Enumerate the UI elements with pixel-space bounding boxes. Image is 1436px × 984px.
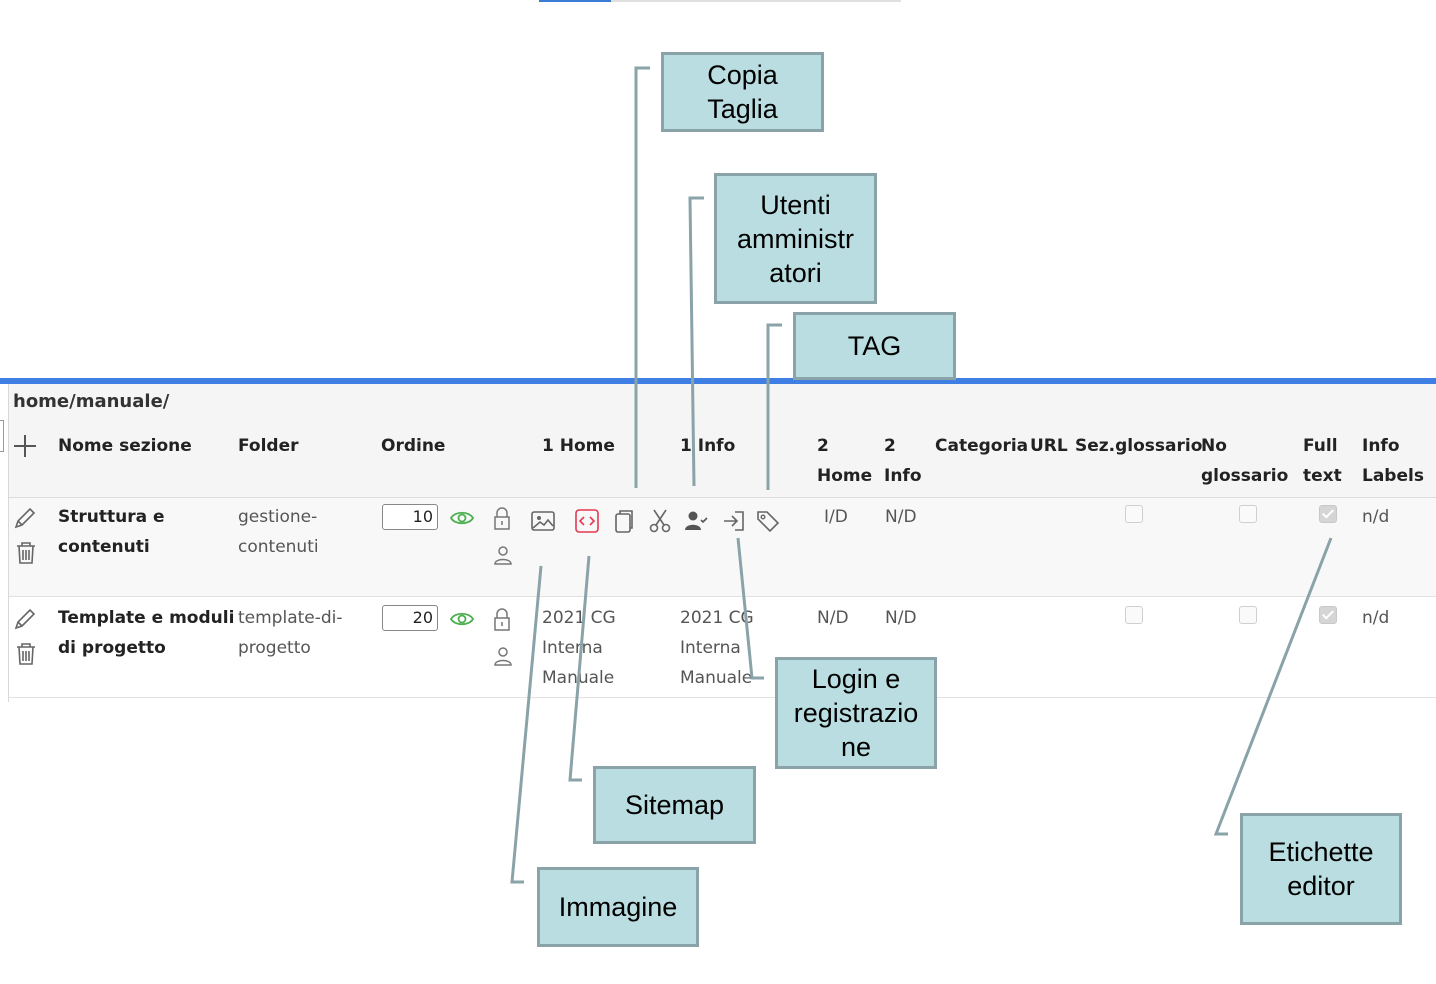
row-2-home: N/D	[817, 608, 849, 628]
col-ordine[interactable]: Ordine	[381, 436, 446, 456]
scroll-handle[interactable]	[0, 420, 4, 452]
col-url[interactable]: URL	[1030, 436, 1068, 456]
user-icon[interactable]	[490, 643, 516, 669]
col-2-home-a[interactable]: 2	[817, 436, 829, 456]
lock-icon[interactable]	[489, 505, 515, 531]
sections-panel	[0, 378, 1436, 702]
active-tab-indicator	[539, 0, 611, 2]
copy-icon[interactable]	[611, 508, 637, 534]
callout-sitemap: Sitemap	[593, 766, 756, 844]
col-full-text-b[interactable]: text	[1303, 466, 1342, 486]
row-folder: template-di-	[238, 608, 343, 628]
sez-glossario-checkbox[interactable]	[1125, 505, 1143, 523]
row-2-info: N/D	[885, 608, 917, 628]
row-folder: contenuti	[238, 537, 319, 557]
edit-icon[interactable]	[12, 505, 38, 531]
callout-tag: TAG	[793, 312, 956, 380]
table-row	[8, 596, 1436, 698]
add-icon[interactable]	[12, 433, 38, 459]
panel-accent-bar	[0, 378, 1436, 384]
col-no-glossario-b[interactable]: glossario	[1201, 466, 1289, 486]
row-2-home: I/D	[824, 507, 848, 527]
row-folder: progetto	[238, 638, 311, 658]
tab-strip	[611, 0, 901, 2]
row-1-info: Interna	[680, 638, 741, 658]
row-name[interactable]: contenuti	[58, 537, 150, 557]
row-1-info: 2021 CG	[680, 608, 754, 628]
row-1-home: Manuale	[542, 668, 615, 688]
no-glossario-checkbox[interactable]	[1239, 606, 1257, 624]
edit-icon[interactable]	[12, 606, 38, 632]
breadcrumb: home/manuale/	[13, 391, 170, 412]
visibility-eye-icon[interactable]	[449, 505, 475, 531]
row-1-home: 2021 CG	[542, 608, 616, 628]
lock-icon[interactable]	[489, 606, 515, 632]
table-row	[8, 497, 1436, 597]
row-name[interactable]: Template e moduli	[58, 608, 235, 628]
admin-users-icon[interactable]	[683, 508, 709, 534]
row-name[interactable]: di progetto	[58, 638, 166, 658]
col-folder[interactable]: Folder	[238, 436, 299, 456]
login-icon[interactable]	[721, 508, 747, 534]
cut-icon[interactable]	[647, 508, 673, 534]
trash-icon[interactable]	[13, 540, 39, 566]
user-icon[interactable]	[490, 542, 516, 568]
col-info-labels-a[interactable]: Info	[1362, 436, 1400, 456]
row-2-info: N/D	[885, 507, 917, 527]
col-nome-sezione[interactable]: Nome sezione	[58, 436, 192, 456]
row-folder: gestione-	[238, 507, 318, 527]
col-sez-glossario[interactable]: Sez.glossario	[1075, 436, 1203, 456]
full-text-checkbox[interactable]	[1319, 606, 1337, 624]
sitemap-icon[interactable]	[574, 508, 600, 534]
full-text-checkbox[interactable]	[1319, 505, 1337, 523]
row-1-info: Manuale	[680, 668, 753, 688]
col-2-home-b[interactable]: Home	[817, 466, 873, 486]
image-icon[interactable]	[530, 508, 556, 534]
row-1-home: Interna	[542, 638, 603, 658]
col-info-labels-b[interactable]: Labels	[1362, 466, 1424, 486]
order-input[interactable]: 20	[382, 605, 438, 631]
table-header	[8, 384, 1436, 497]
row-labels: n/d	[1362, 507, 1390, 527]
col-no-glossario-a[interactable]: No	[1201, 436, 1227, 456]
col-1-info[interactable]: 1 Info	[680, 436, 736, 456]
order-input[interactable]: 10	[382, 504, 438, 530]
col-2-info-b[interactable]: Info	[884, 466, 922, 486]
no-glossario-checkbox[interactable]	[1239, 505, 1257, 523]
col-categoria[interactable]: Categoria	[935, 436, 1029, 456]
row-name[interactable]: Struttura e	[58, 507, 165, 527]
row-labels: n/d	[1362, 608, 1390, 628]
col-2-info-a[interactable]: 2	[884, 436, 896, 456]
callout-immagine: Immagine	[537, 867, 699, 947]
col-full-text-a[interactable]: Full	[1303, 436, 1338, 456]
trash-icon[interactable]	[13, 641, 39, 667]
visibility-eye-icon[interactable]	[449, 606, 475, 632]
sez-glossario-checkbox[interactable]	[1125, 606, 1143, 624]
tag-icon[interactable]	[755, 508, 781, 534]
col-1-home[interactable]: 1 Home	[542, 436, 615, 456]
